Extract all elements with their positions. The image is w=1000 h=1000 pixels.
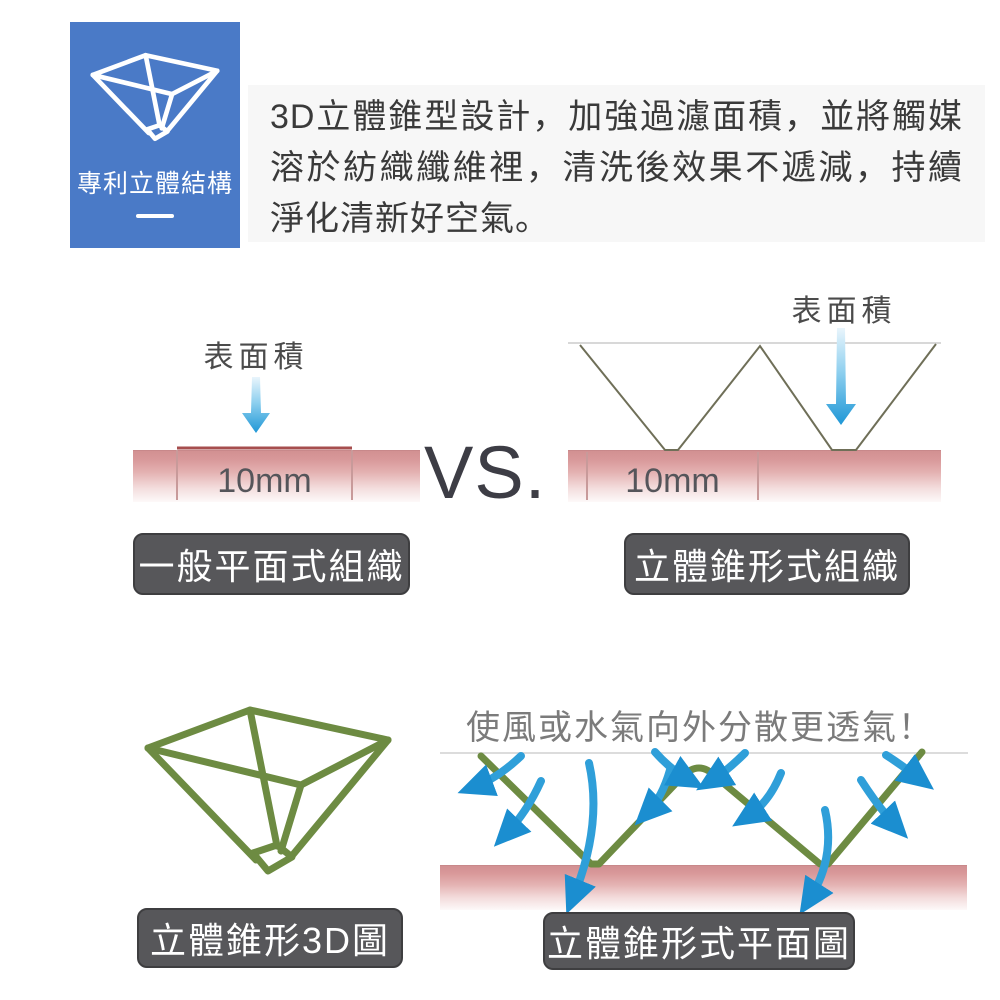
cone-zigzag-outline xyxy=(579,343,937,451)
patent-badge-label: 專利立體結構 xyxy=(76,170,233,198)
down-arrow-icon xyxy=(826,328,856,425)
patent-badge: 專利立體結構 xyxy=(70,22,240,248)
flow-diagram-base-bar xyxy=(440,865,967,910)
cone-weave-base-bar xyxy=(568,450,941,502)
caption-flat-weave: 一般平面式組織 xyxy=(133,533,410,595)
cone-zigzag-thick xyxy=(477,748,926,868)
flat-weave-base-bar xyxy=(133,450,420,502)
surface-area-label-right: 表面積 xyxy=(791,295,897,328)
measure-value-left: 10mm xyxy=(217,462,312,500)
caption-flow-plan: 立體錐形式平面圖 xyxy=(543,912,855,970)
cone-wireframe-3d xyxy=(148,710,388,871)
vs-text: VS. xyxy=(424,431,547,514)
description-text: 3D立體錐型設計，加強過濾面積，並將觸媒溶於紡織纖維裡，清洗後效果不遞減，持續淨… xyxy=(270,98,963,238)
badge-dash-divider xyxy=(136,214,174,218)
description-panel: 3D立體錐型設計，加強過濾面積，並將觸媒溶於紡織纖維裡，清洗後效果不遞減，持續淨… xyxy=(248,85,985,242)
down-arrow-icon xyxy=(242,377,270,433)
surface-area-label-left: 表面積 xyxy=(203,341,309,374)
flow-title: 使風或水氣向外分散更透氣！ xyxy=(466,709,934,747)
cone-wireframe-icon xyxy=(85,38,225,158)
caption-cone-weave: 立體錐形式組織 xyxy=(624,533,910,595)
caption-cone-3d: 立體錐形3D圖 xyxy=(137,908,403,968)
measure-value-right: 10mm xyxy=(625,462,720,500)
